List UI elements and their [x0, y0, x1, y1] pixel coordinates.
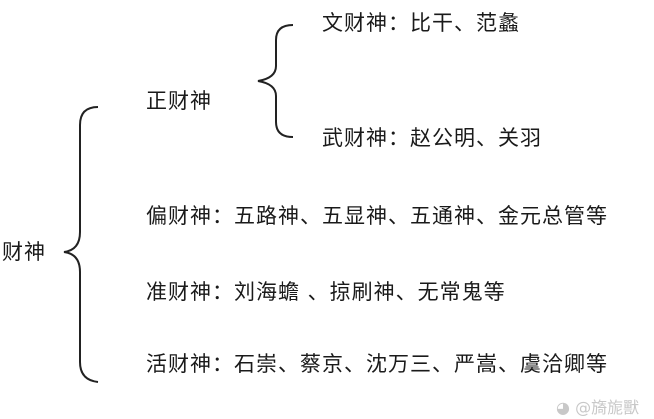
- category-huo: 活财神：石崇、蔡京、沈万三、严嵩、虞洽卿等: [146, 352, 608, 376]
- subcategory-wu: 武财神：赵公明、关羽: [322, 126, 542, 150]
- subcategory-wen: 文财神：比干、范蠡: [322, 11, 520, 35]
- category-zhun: 准财神：刘海蟾 、掠刷神、无常鬼等: [146, 280, 506, 304]
- watermark: ◕ @旖旎獸: [556, 394, 639, 418]
- category-pian: 偏财神：五路神、五显神、五通神、金元总管等: [146, 204, 608, 228]
- sub-brace: [257, 24, 294, 138]
- watermark-text: @旖旎獸: [575, 398, 640, 417]
- root-brace: [63, 106, 99, 383]
- category-zheng: 正财神: [146, 89, 212, 113]
- root-label: 财神: [2, 240, 46, 264]
- weibo-icon: ◕: [556, 398, 570, 417]
